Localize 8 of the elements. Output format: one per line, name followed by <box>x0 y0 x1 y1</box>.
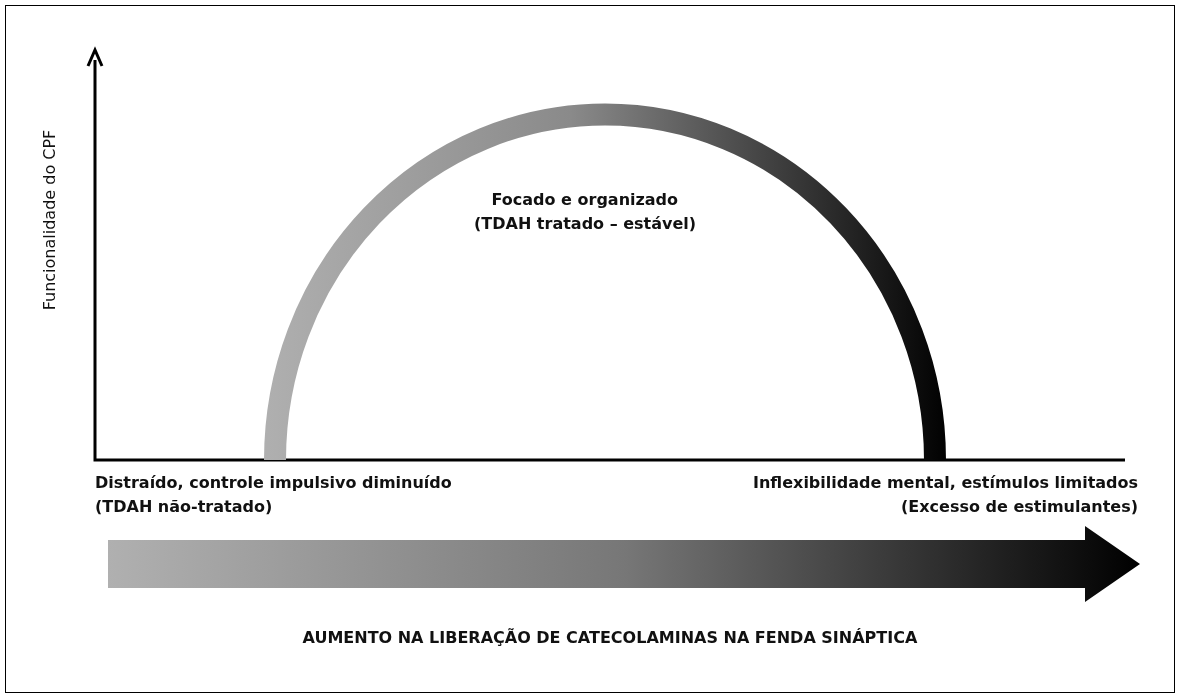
region-label: (Excesso de estimulantes) <box>901 497 1138 517</box>
region-label: (TDAH não-tratado) <box>95 497 273 517</box>
region-label: Distraído, controle impulsivo diminuído <box>95 473 452 493</box>
curve-label: Focado e organizado <box>491 190 679 210</box>
axis-label: Funcionalidade do CPF <box>39 129 60 311</box>
region-label: Inflexibilidade mental, estímulos limitados <box>753 473 1139 493</box>
axis-caption: AUMENTO NA LIBERAÇÃO DE CATECOLAMINAS NA FENDA SINÁPTICA <box>302 628 918 648</box>
curve-label: (TDAH tratado – estável) <box>474 214 697 234</box>
